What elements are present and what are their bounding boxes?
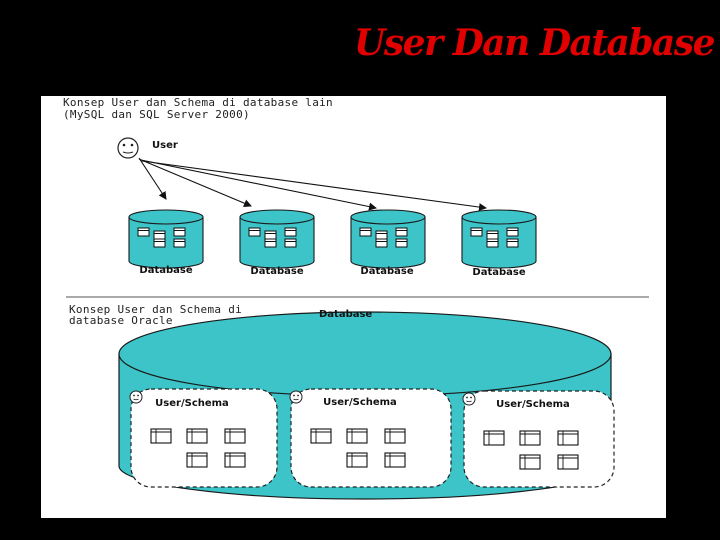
database-label-3: Database	[360, 266, 414, 277]
slide-title: User Dan Database	[354, 22, 716, 64]
table-icon	[153, 238, 166, 248]
oracle-database-label: Database	[319, 309, 373, 320]
schema-box-2	[289, 388, 452, 488]
schema-table-icon	[557, 454, 579, 470]
table-icon	[486, 230, 499, 240]
table-icon	[248, 227, 261, 237]
schema-user-icon	[462, 392, 476, 406]
schema-table-icon	[346, 452, 368, 468]
table-icon	[506, 227, 519, 237]
arrow-db-3	[140, 159, 377, 211]
table-icon	[173, 227, 186, 237]
arrow-db-4	[141, 160, 487, 212]
table-icon	[375, 230, 388, 240]
schema-table-icon	[150, 428, 172, 444]
table-icon	[359, 227, 372, 237]
schema-table-icon	[384, 452, 406, 468]
table-icon	[395, 238, 408, 248]
schema-table-icon	[519, 454, 541, 470]
table-icon	[173, 238, 186, 248]
database-cylinder-2	[239, 209, 315, 269]
table-icon	[506, 238, 519, 248]
table-icon	[470, 227, 483, 237]
schema-label-3: User/Schema	[496, 399, 570, 410]
table-icon	[264, 230, 277, 240]
user-icon	[117, 137, 139, 159]
user-label: User	[152, 140, 178, 151]
schema-box-1	[129, 388, 278, 488]
schema-table-icon	[519, 430, 541, 446]
table-icon	[284, 238, 297, 248]
database-label-4: Database	[472, 267, 526, 278]
top-caption-line1: Konsep User dan Schema di database lain	[63, 96, 333, 109]
schema-box-3	[462, 390, 615, 488]
table-icon	[137, 227, 150, 237]
bottom-caption-line2: database Oracle	[69, 314, 173, 327]
top-caption-line2: (MySQL dan SQL Server 2000)	[63, 108, 250, 121]
schema-table-icon	[186, 452, 208, 468]
schema-label-2: User/Schema	[323, 397, 397, 408]
database-cylinder-1	[128, 209, 204, 269]
diagram-canvas	[66, 137, 649, 500]
arrow-db-2	[138, 158, 252, 207]
schema-label-1: User/Schema	[155, 398, 229, 409]
table-icon	[284, 227, 297, 237]
table-icon	[264, 238, 277, 248]
schema-user-icon	[129, 390, 143, 404]
bottom-caption-line1: Konsep User dan Schema di	[69, 303, 243, 316]
table-icon	[395, 227, 408, 237]
arrow-db-1	[138, 157, 167, 200]
database-cylinder-3	[350, 209, 426, 269]
top-databases	[128, 209, 537, 269]
table-icon	[375, 238, 388, 248]
database-label-2: Database	[250, 266, 304, 277]
schema-boxes	[129, 388, 615, 488]
schema-table-icon	[186, 428, 208, 444]
database-cylinder-4	[461, 209, 537, 269]
user-to-database-arrows	[138, 157, 487, 212]
schema-user-icon	[289, 390, 303, 404]
diagram-panel: Konsep User dan Schema di database lain …	[41, 96, 666, 518]
schema-table-icon	[483, 430, 505, 446]
schema-table-icon	[557, 430, 579, 446]
schema-table-icon	[310, 428, 332, 444]
table-icon	[153, 230, 166, 240]
database-label-1: Database	[139, 265, 193, 276]
schema-table-icon	[224, 428, 246, 444]
schema-table-icon	[384, 428, 406, 444]
table-icon	[486, 238, 499, 248]
schema-table-icon	[224, 452, 246, 468]
schema-table-icon	[346, 428, 368, 444]
